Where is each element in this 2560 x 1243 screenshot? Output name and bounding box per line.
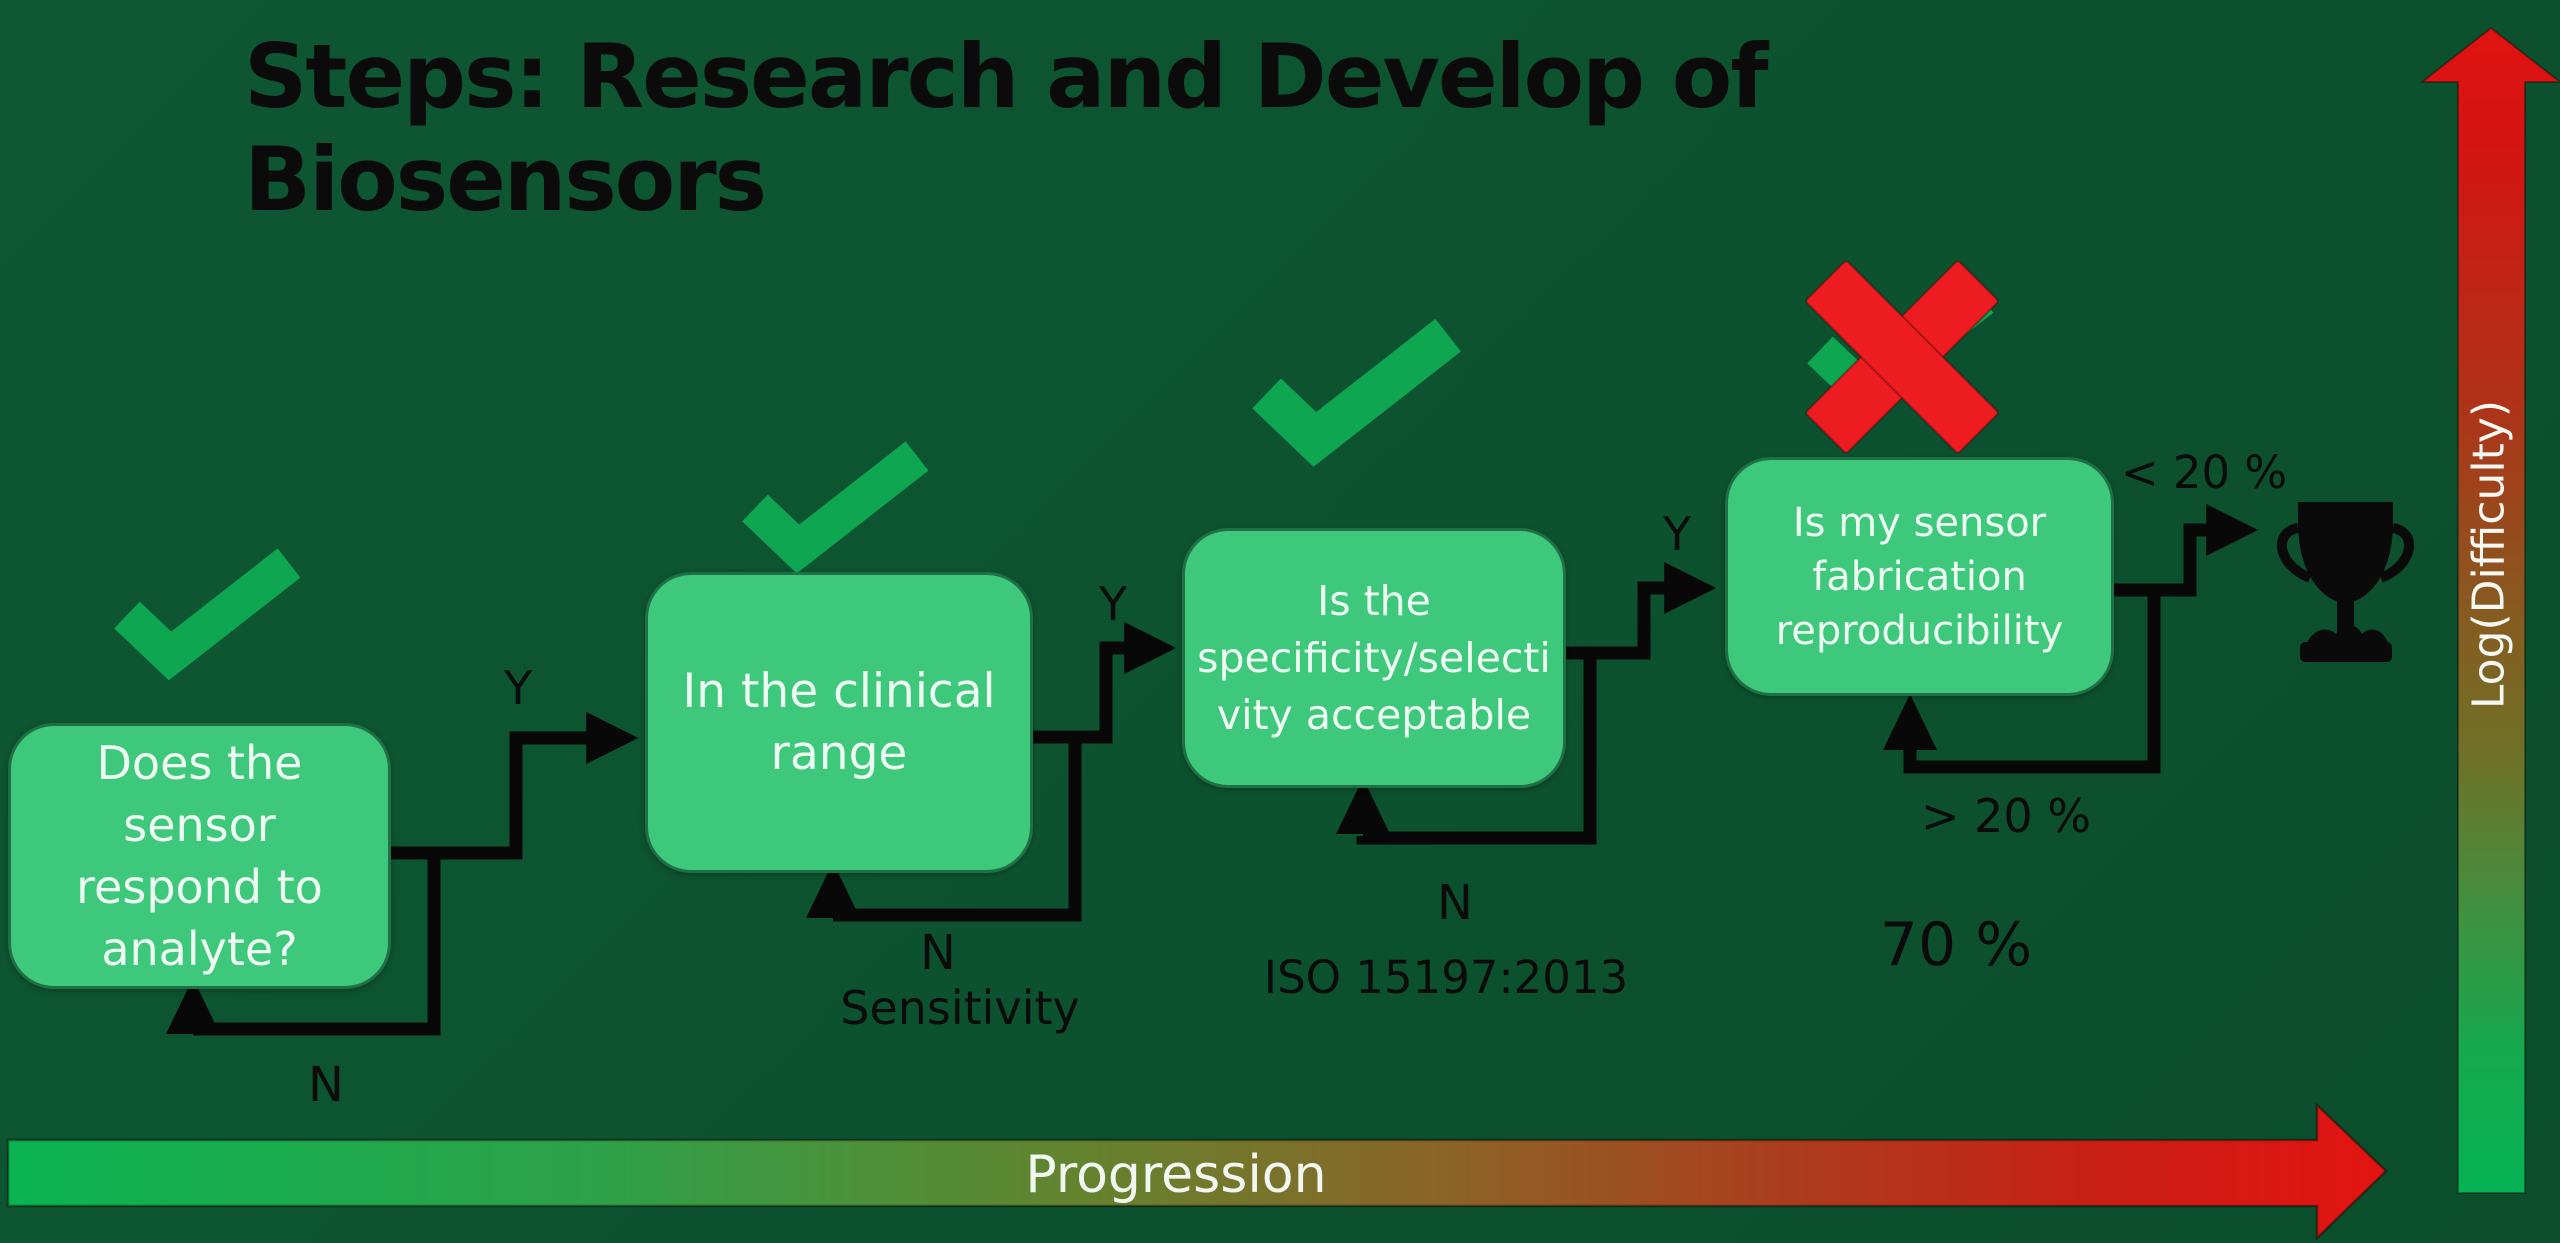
loop-no-2-arrowhead [806,862,860,918]
box-text-line: respond to [76,860,323,914]
box-text-line: sensor [123,798,276,852]
check-icon [127,563,289,656]
annotation-iso-standard: ISO 15197:2013 [1263,951,1629,1004]
annotation-less-than-20-percent: < 20 % [2120,446,2288,499]
box-text-line: Is the [1317,576,1431,625]
loop-gt20 [1903,590,2161,774]
page-title-line-1: Steps: Research and Develop of [244,25,1769,128]
x-axis-label-progression: Progression [1025,1145,1327,1205]
label-no-2: N [920,925,956,981]
box-text-line: vity acceptable [1216,690,1532,739]
trophy-icon [2277,502,2414,662]
connector-yes-2 [1027,622,1177,744]
box-text-line: specificity/selecti [1197,633,1551,682]
connector-yes-3 [1560,562,1717,660]
flowchart-box-reproducibility: Is my sensor fabrication reproducibility [1725,457,2114,696]
check-icon [755,456,917,549]
connector-success [2108,504,2259,597]
loop-gt20-arrowhead [1883,694,1937,750]
loop-no-3 [1356,653,1597,845]
box-text-line: Is my sensor [1792,499,2047,546]
label-yes-1: Y [503,661,533,715]
annotation-greater-than-20-percent: > 20 % [1920,789,2092,843]
page-title: Steps: Research and Develop of Biosensor… [244,25,2004,232]
label-no-1: N [308,1057,344,1113]
annotation-sensitivity: Sensitivity [840,981,1080,1035]
flowchart-box-specificity: Is the specificity/selecti vity acceptab… [1182,528,1566,788]
box-text-line: Does the [96,736,303,790]
box-text-line: In the clinical [682,663,996,719]
loop-no-1-arrowhead [166,978,220,1034]
box-text-line: range [770,725,908,781]
box-text-line: analyte? [101,922,298,976]
label-yes-2: Y [1098,577,1128,631]
difficulty-arrow [2419,26,2560,1194]
page-title-line-2: Biosensors [244,127,767,231]
connector-yes-1 [385,712,639,860]
label-no-3: N [1437,875,1473,931]
loop-no-3-arrowhead [1336,778,1390,834]
label-yes-3: Y [1662,507,1692,561]
box-text-line: fabrication [1812,553,2027,600]
flowchart-box-sensor-respond: Does the sensor respond to analyte? [8,723,391,989]
check-icon [1267,335,1448,439]
y-axis-label-log-difficulty: Log(Difficulty) [2463,399,2515,710]
flowchart-box-clinical-range: In the clinical range [645,572,1033,873]
box-text-line: reproducibility [1775,607,2064,654]
annotation-70-percent: 70 % [1879,910,2033,980]
cross-icon [1805,260,1999,454]
progression-arrow [6,1102,2388,1241]
